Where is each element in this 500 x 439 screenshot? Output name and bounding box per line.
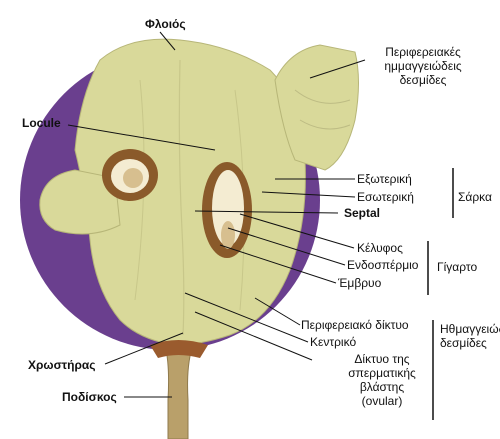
- seed-right-endosperm: [212, 170, 244, 246]
- pointer-endospermio: [227, 227, 346, 266]
- pointer-locule: [67, 124, 216, 151]
- pointer-esoteriki: [261, 191, 356, 198]
- label-chrostiras: Χρωστήρας: [28, 358, 96, 372]
- pointer-peripheral-bundles: [309, 59, 366, 79]
- label-peripheral-network: Περιφερειακό δίκτυο: [301, 318, 409, 332]
- pointer-embryo: [219, 244, 337, 284]
- pointer-septal: [194, 210, 339, 214]
- label-central: Κεντρικό: [310, 335, 357, 349]
- label-embryo: Έμβρυο: [338, 276, 382, 290]
- label-kelyfos: Κέλυφος: [357, 241, 403, 255]
- label-locule: Locule: [22, 116, 61, 130]
- label-exoteriki: Εξωτερική: [357, 172, 412, 186]
- pedicel: [164, 344, 194, 439]
- pointer-floios: [159, 31, 176, 51]
- label-esoteriki: Εσωτερική: [357, 190, 414, 204]
- brush-base: [150, 340, 208, 358]
- group-sarka: Σάρκα: [458, 190, 492, 204]
- group-vascular-bundles: Ηθμαγγειώδεις δεσμίδες: [440, 322, 500, 350]
- label-endospermio: Ενδοσπέρμιο: [347, 258, 419, 272]
- pointer-central: [184, 292, 309, 343]
- pointer-ovular: [194, 311, 313, 361]
- label-podiskos: Ποδίσκος: [62, 390, 117, 404]
- label-floios: Φλοιός: [145, 17, 186, 31]
- pointer-chrostiras: [104, 332, 184, 365]
- pointer-kelyfos: [239, 213, 355, 249]
- pointer-peripheral-network: [254, 297, 301, 326]
- label-ovular-network: Δίκτυο της σπερματικής βλάστης (ovular): [348, 352, 416, 408]
- label-septal: Septal: [344, 206, 381, 220]
- group-gigarto: Γίγαρτο: [437, 260, 478, 274]
- septal-line: [178, 59, 185, 336]
- flesh-wedge-left: [39, 169, 121, 235]
- label-peripheral-bundles: Περιφερειακές ημμαγγειώδεις δεσμίδες: [384, 45, 462, 87]
- flesh-wedge-top-right: [274, 44, 359, 171]
